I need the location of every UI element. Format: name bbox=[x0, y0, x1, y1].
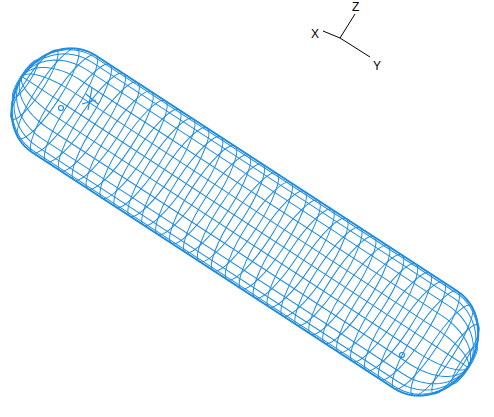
axis-label: X bbox=[311, 28, 319, 40]
cap-meridian bbox=[394, 340, 468, 416]
mesh-line bbox=[48, 128, 410, 364]
cap-meridian bbox=[6, 77, 64, 129]
cap-meridian bbox=[426, 293, 494, 367]
mesh-line bbox=[72, 91, 434, 327]
mesh-line bbox=[80, 80, 442, 316]
cap-meridian bbox=[0, 77, 64, 139]
mesh-line bbox=[96, 55, 458, 291]
cap-meridian bbox=[426, 291, 494, 367]
cap-meridian bbox=[426, 306, 490, 368]
mesh-line bbox=[95, 57, 457, 293]
axis-label: Y bbox=[373, 60, 381, 72]
capsule-outline bbox=[96, 55, 458, 291]
mesh-line bbox=[42, 138, 404, 374]
cap-meridian bbox=[0, 77, 64, 151]
mesh-line bbox=[37, 146, 399, 382]
cap-outline bbox=[0, 28, 96, 152]
cap-ring bbox=[4, 45, 64, 124]
cap-meridian bbox=[418, 340, 468, 380]
cap-meridian bbox=[426, 316, 484, 368]
node-markers bbox=[59, 88, 405, 358]
capsule-outline bbox=[32, 153, 394, 389]
mesh-line bbox=[56, 117, 418, 353]
axis-triad bbox=[323, 14, 370, 57]
cap-meridian bbox=[398, 340, 467, 409]
cap-outline bbox=[394, 291, 494, 415]
cap-meridian bbox=[22, 30, 94, 104]
cap-meridian bbox=[395, 340, 467, 414]
mesh-line bbox=[32, 153, 394, 389]
cap-meridian bbox=[0, 77, 64, 153]
cap-meridian bbox=[426, 298, 494, 367]
cap-meridian bbox=[22, 35, 91, 104]
cap-meridian bbox=[0, 77, 64, 146]
axis-label: Z bbox=[352, 1, 359, 13]
cap-meridian bbox=[426, 340, 468, 367]
cap-meridian bbox=[22, 28, 96, 104]
mesh-line bbox=[86, 70, 448, 306]
mesh-line bbox=[64, 104, 426, 340]
mesh-line bbox=[33, 151, 395, 387]
mesh-line bbox=[91, 62, 453, 298]
cap-ring bbox=[425, 320, 485, 399]
cap-meridian bbox=[22, 77, 64, 104]
